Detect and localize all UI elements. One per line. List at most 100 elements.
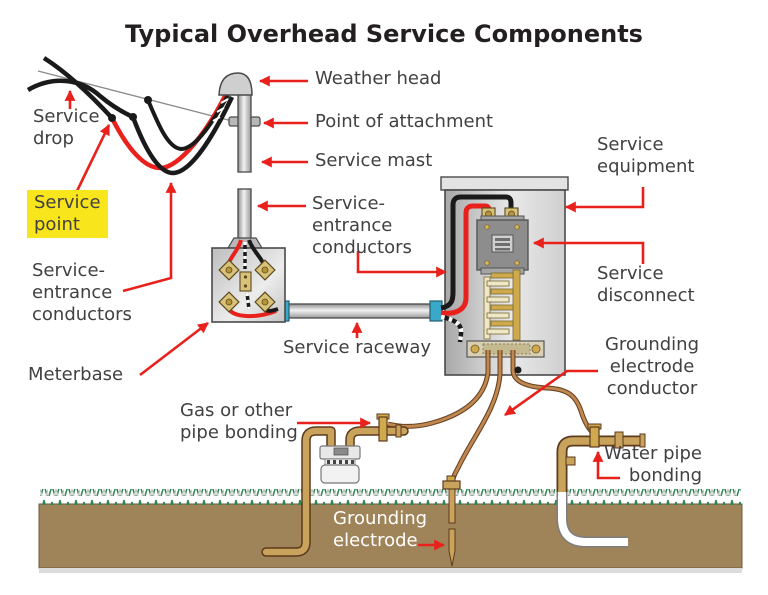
service-raceway-pipe (276, 300, 443, 322)
panel-busbars (483, 269, 521, 341)
label-weather-head: Weather head (315, 68, 442, 89)
wire-stripes (212, 98, 229, 122)
splice-dot (144, 96, 152, 104)
service-equipment-panel (440, 176, 569, 376)
arrow-service-disconnect (532, 237, 645, 264)
block-screw (243, 275, 248, 279)
gas-meter-display (333, 447, 349, 456)
meter-neutral-bottom-stripe (245, 292, 251, 310)
arrow-service-entrance-left (122, 181, 177, 293)
neutral-dot (514, 366, 522, 374)
breaker-screw (514, 260, 520, 266)
rod-lower (448, 528, 456, 567)
drop-wire-2 (26, 78, 134, 120)
splice-dot (108, 114, 116, 122)
panel-red-wire (440, 203, 492, 316)
label-water-pipe-bonding: Water pipe bonding (604, 443, 702, 486)
rod-upper (448, 488, 456, 524)
gas-pipe-left (262, 427, 335, 556)
raceway-pipe (282, 303, 439, 319)
label-meterbase: Meterbase (28, 364, 124, 385)
vent (345, 460, 348, 464)
grass (40, 489, 741, 505)
grounding-electrode-rod (442, 475, 461, 567)
label-service-drop: Service drop (33, 106, 100, 149)
arrow-grounding-conductor (504, 369, 598, 417)
gas-bond-clamp (378, 416, 388, 442)
water-pipe-assembly (556, 423, 646, 492)
water-pipe-coupling (614, 431, 624, 449)
meter-lug (254, 259, 276, 281)
grass-band (40, 489, 741, 505)
gas-pipe-coupling (395, 424, 402, 438)
vent (351, 460, 354, 464)
vent (327, 460, 330, 464)
strip-screw (470, 344, 480, 354)
meter-lug (218, 291, 240, 313)
label-gas-bonding: Gas or other pipe bonding (180, 400, 298, 443)
breaker-screw (484, 224, 490, 230)
strip-screw (531, 344, 541, 354)
rod-clamp-bolt (446, 475, 456, 482)
vent (333, 460, 336, 464)
page-title: Typical Overhead Service Components (125, 20, 643, 48)
weather-head (218, 72, 253, 96)
entrance-wire-black (130, 96, 235, 176)
switch-line (495, 243, 510, 246)
label-grounding-electrode: Grounding electrode (333, 508, 428, 551)
mast-upper (237, 89, 252, 173)
meter-lug (254, 291, 276, 313)
panel-black-wire (440, 194, 514, 311)
gas-meter-assembly (261, 413, 409, 557)
water-pipe (558, 437, 642, 492)
label-service-raceway: Service raceway (283, 337, 432, 358)
rod-clamp (442, 480, 461, 490)
arrow-service-entrance-panel (356, 251, 448, 278)
panel-cap (440, 176, 569, 191)
service-drop-wires (26, 56, 237, 176)
switch-line (495, 238, 510, 241)
gas-bond-wire (387, 350, 490, 428)
neutral-terminal-strip (466, 340, 545, 358)
label-service-entrance-mid: Service- entrance conductors (312, 193, 412, 258)
switch-line (495, 248, 510, 251)
breaker-screw (484, 260, 490, 266)
water-bond-wire (511, 350, 595, 436)
water-bond-clamp (589, 426, 600, 448)
gas-pipe-right (346, 427, 408, 453)
label-service-point: Service point (27, 190, 108, 238)
service-disconnect-breaker (476, 207, 529, 275)
label-service-equipment: Service equipment (597, 134, 695, 177)
label-service-mast: Service mast (315, 150, 433, 171)
entrance-wire-neutral (146, 94, 230, 152)
soil (38, 503, 743, 573)
water-pipe-fill (558, 488, 628, 546)
label-service-entrance-left: Service- entrance conductors (32, 260, 132, 325)
meter-center-block (239, 271, 252, 292)
panel-neutral-wire (440, 314, 464, 343)
meter-lug (218, 259, 240, 281)
label-point-of-attachment: Point of attachment (315, 111, 494, 132)
arrow-meterbase (139, 321, 209, 377)
gas-meter-body (320, 464, 360, 484)
callout-arrows (64, 75, 645, 551)
arrow-service-point (75, 124, 111, 192)
meterbase-box (211, 237, 286, 323)
water-valve (565, 456, 576, 466)
splice-dot (129, 113, 137, 121)
vent (339, 460, 342, 464)
soil-block (38, 503, 743, 569)
soil-shadow (39, 568, 742, 573)
raceway-coupling-right (429, 300, 443, 322)
meter-black-wire-top (247, 239, 265, 264)
water-pipe-underground (556, 488, 628, 548)
arrow-water-bonding (592, 450, 620, 480)
block-screw (243, 284, 248, 288)
breaker-screw (514, 224, 520, 230)
water-pipe-end (639, 433, 646, 448)
label-grounding-electrode-conductor: Grounding electrode conductor (604, 334, 700, 399)
arrow-service-equipment (564, 187, 645, 213)
mast-lower (237, 188, 252, 240)
